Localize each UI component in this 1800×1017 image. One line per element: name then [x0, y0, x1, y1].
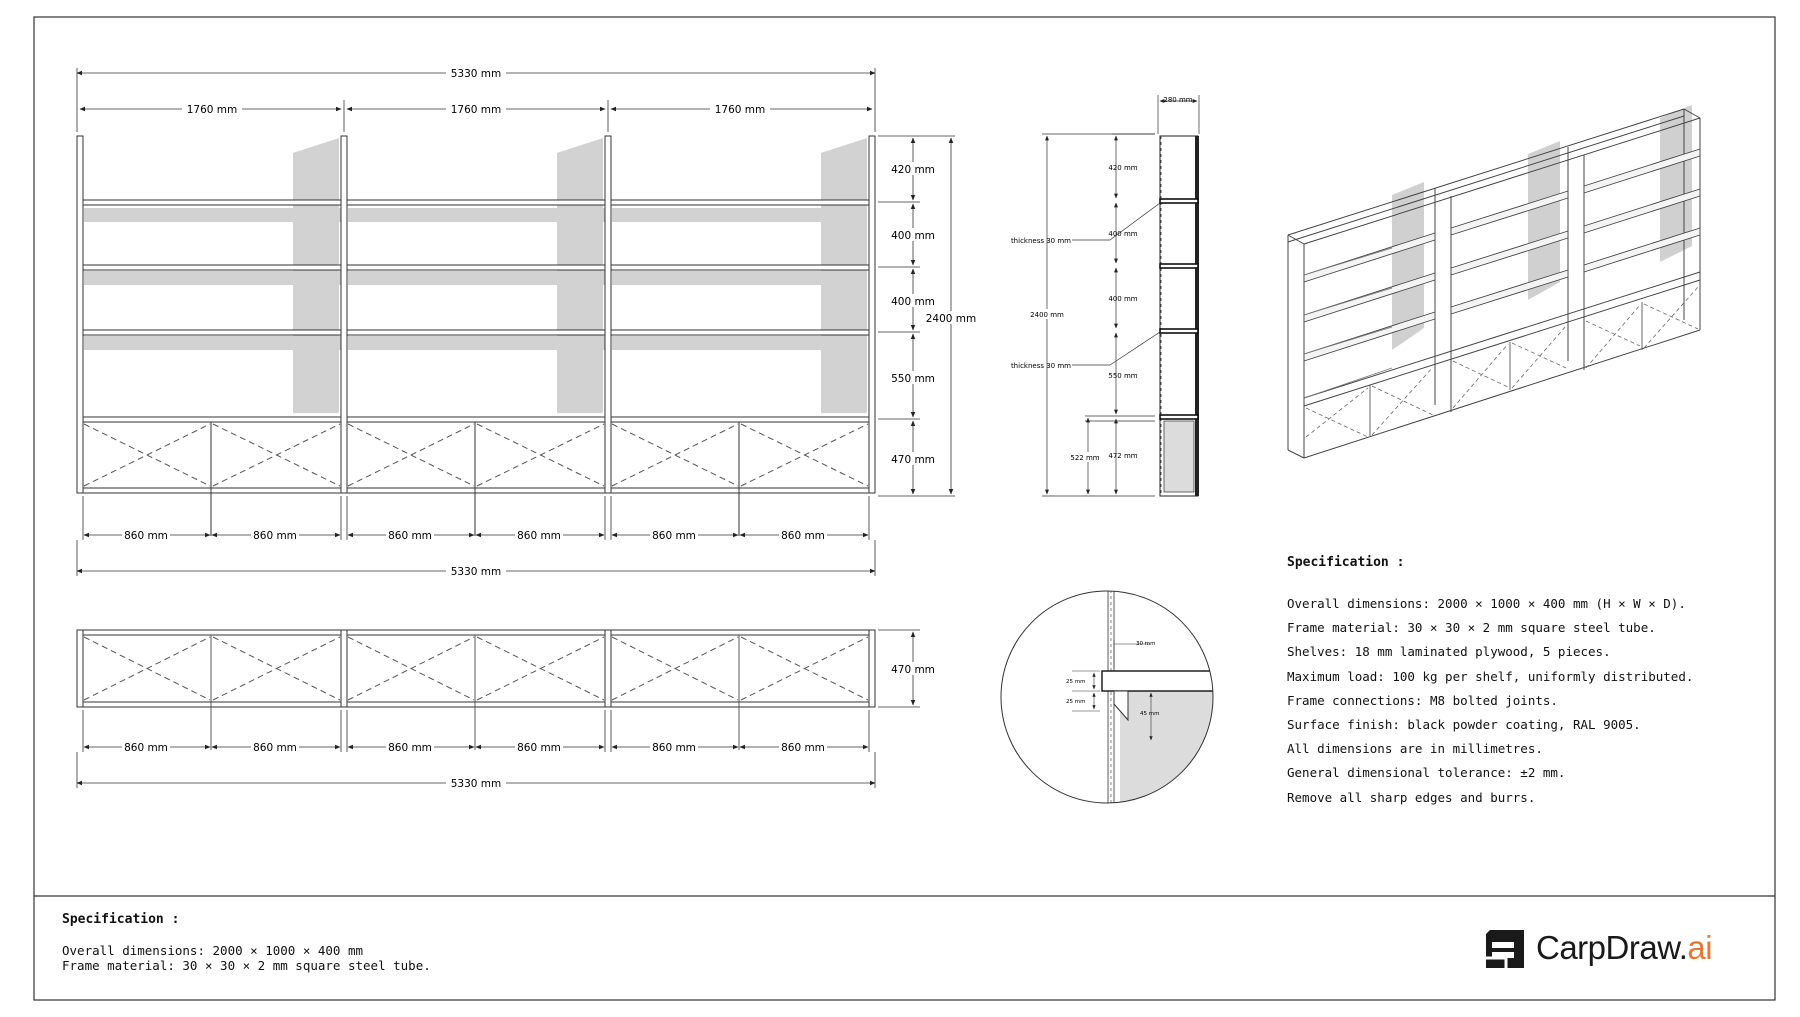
spec-line: Overall dimensions: 2000 × 1000 × 400 mm… — [1287, 596, 1686, 611]
side-height-label: 472 mm — [1108, 452, 1137, 460]
joint-detail-view: 30 mm 25 mm 25 mm 45 mm — [1000, 590, 1214, 804]
base-view-dimension-lines — [76, 629, 920, 788]
base-view: 470 mm 860 mm 860 mm 860 mm 860 mm 860 m… — [76, 629, 936, 790]
module-width-label: 860 mm — [253, 742, 297, 754]
sheet-border — [33, 16, 1776, 1001]
front-view: 5330 mm 1760 mm 1760 mm 1760 mm 420 mm 4… — [76, 66, 977, 578]
thickness-label: thickness 30 mm — [1011, 362, 1071, 370]
module-width-label: 860 mm — [253, 530, 297, 542]
spec-line: All dimensions are in millimetres. — [1287, 741, 1543, 757]
brand-logo: CarpDraw.ai — [1478, 925, 1713, 971]
height-label: 550 mm — [891, 373, 935, 385]
module-width-label: 860 mm — [517, 530, 561, 542]
spec-line: Remove all sharp edges and burrs. — [1287, 789, 1536, 805]
height-label: 400 mm — [891, 296, 935, 308]
specification-panel: Specification : Overall dimensions: 2000… — [1287, 555, 1693, 810]
module-width-label: 860 mm — [124, 742, 168, 754]
height-label: 400 mm — [891, 230, 935, 242]
spec-line: Shelves: 18 mm laminated plywood, 5 piec… — [1287, 644, 1611, 660]
side-height-label: 400 mm — [1108, 295, 1137, 303]
detail-label: 25 mm — [1066, 679, 1085, 685]
module-width-label: 860 mm — [388, 530, 432, 542]
base-dividers — [210, 422, 740, 536]
footer-spec-title: Specification : — [62, 912, 180, 927]
side-shelves — [1159, 198, 1199, 420]
bottom-width-label: 5330 mm — [451, 566, 502, 578]
side-back-post — [1195, 136, 1199, 496]
overall-width-label: 5330 mm — [451, 68, 502, 80]
bay-width-label: 1760 mm — [451, 104, 502, 116]
total-height-label: 2400 mm — [926, 313, 977, 325]
height-label: 470 mm — [891, 454, 935, 466]
bay-width-label: 1760 mm — [715, 104, 766, 116]
spec-line: Maximum load: 100 kg per shelf, uniforml… — [1287, 668, 1694, 684]
base-view-bracing — [83, 636, 869, 701]
base-bracing — [83, 423, 869, 487]
base-height-label: 470 mm — [891, 664, 935, 676]
module-width-label: 860 mm — [388, 742, 432, 754]
logo-accent: ai — [1687, 929, 1713, 966]
side-base-height-label: 522 mm — [1070, 454, 1099, 462]
shelves — [82, 199, 870, 494]
depth-label: 280 mm — [1163, 96, 1192, 104]
isometric-view — [1287, 105, 1701, 459]
footer-specification: Specification : Overall dimensions: 2000… — [62, 912, 431, 973]
frame-posts — [76, 135, 876, 494]
module-width-label: 860 mm — [517, 742, 561, 754]
module-width-label: 860 mm — [781, 742, 825, 754]
module-width-label: 860 mm — [124, 530, 168, 542]
detail-label: 25 mm — [1066, 699, 1085, 705]
side-height-label: 420 mm — [1108, 164, 1137, 172]
side-base-panel — [1163, 420, 1195, 493]
logo-text: CarpDraw.ai — [1536, 929, 1713, 966]
side-height-label: 400 mm — [1108, 230, 1137, 238]
thickness-label: thickness 30 mm — [1011, 237, 1071, 245]
spec-line: Frame material: 30 × 30 × 2 mm square st… — [1287, 620, 1656, 636]
module-width-label: 860 mm — [652, 742, 696, 754]
base-frame — [76, 629, 876, 708]
specification-title: Specification : — [1287, 555, 1405, 570]
side-height-label: 550 mm — [1108, 372, 1137, 380]
back-panels — [84, 138, 867, 413]
base-overall-width-label: 5330 mm — [451, 778, 502, 790]
side-view: 280 mm 420 mm 400 mm 400 mm 550 mm 472 m… — [1011, 95, 1200, 497]
spec-line: General dimensional tolerance: ±2 mm. — [1287, 765, 1566, 781]
module-width-label: 860 mm — [781, 530, 825, 542]
module-width-label: 860 mm — [652, 530, 696, 542]
detail-label: 45 mm — [1140, 711, 1159, 717]
side-total-height-label: 2400 mm — [1030, 311, 1064, 319]
spec-line: Surface finish: black powder coating, RA… — [1287, 716, 1641, 732]
detail-label: 30 mm — [1136, 641, 1155, 647]
bay-width-label: 1760 mm — [187, 104, 238, 116]
carpdraw-logo-icon — [1486, 930, 1524, 968]
height-label: 420 mm — [891, 164, 935, 176]
footer-spec-line: Frame material: 30 × 30 × 2 mm square st… — [62, 958, 431, 973]
footer-spec-line: Overall dimensions: 2000 × 1000 × 400 mm — [62, 943, 364, 958]
spec-line: Frame connections: M8 bolted joints. — [1287, 692, 1558, 708]
